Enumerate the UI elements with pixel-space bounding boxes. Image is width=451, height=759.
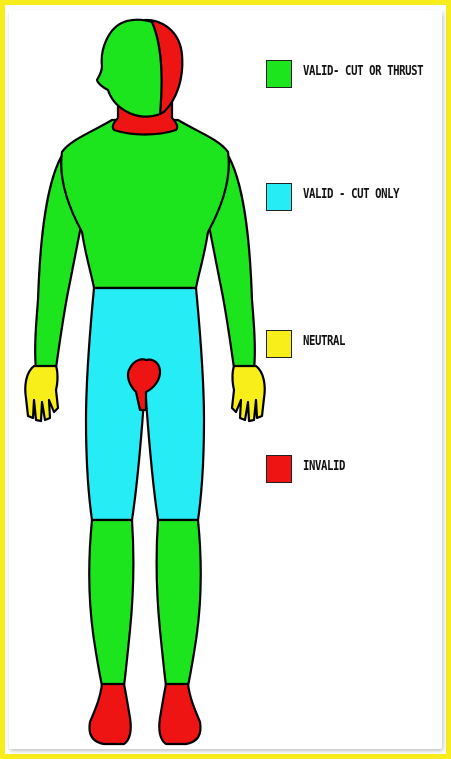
red-swatch <box>266 455 292 483</box>
left-foot <box>90 684 131 744</box>
yellow-swatch <box>266 330 292 358</box>
cyan-swatch <box>266 183 292 211</box>
right-foot <box>159 684 200 744</box>
green-swatch <box>266 60 292 88</box>
head-face <box>97 20 161 117</box>
right-lower-leg <box>157 520 201 686</box>
legend-label: INVALID <box>303 459 345 474</box>
right-hand <box>232 366 265 421</box>
left-hand <box>25 366 58 421</box>
left-lower-leg <box>89 520 133 686</box>
legend-label: VALID- CUT OR THRUST <box>303 64 423 79</box>
legend-label: VALID - CUT ONLY <box>303 187 399 202</box>
torso <box>61 120 229 288</box>
legend-label: NEUTRAL <box>303 334 345 349</box>
